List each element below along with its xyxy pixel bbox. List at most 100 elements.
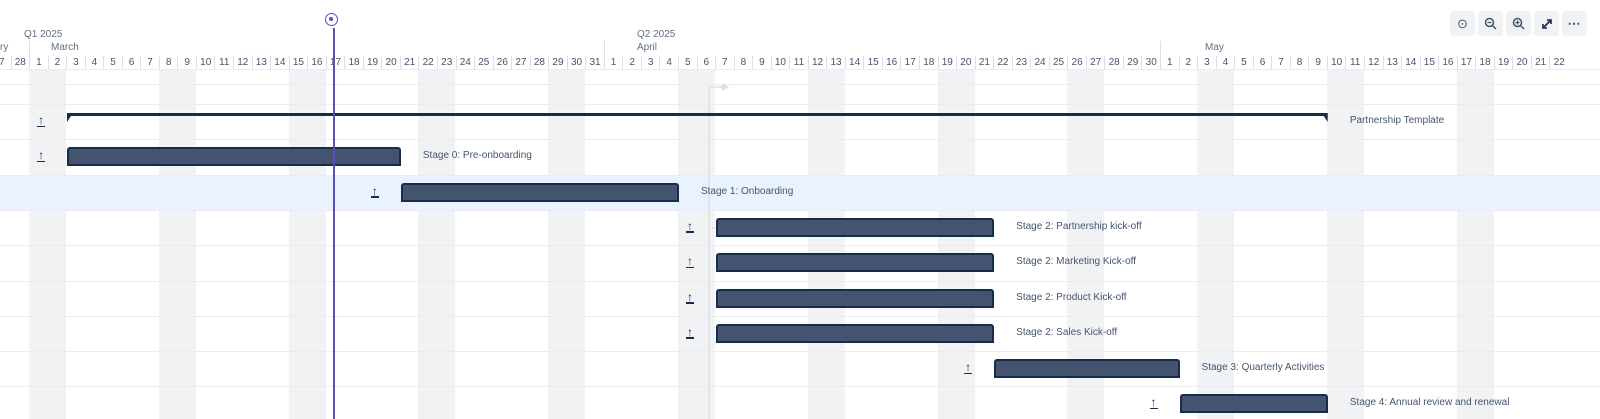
month-label-may: May	[1205, 42, 1224, 53]
day-header-cell: 27	[1085, 56, 1105, 69]
day-header-cell: 6	[1252, 56, 1272, 69]
roll-up-icon[interactable]: ↑	[370, 183, 379, 198]
month-separator	[603, 41, 605, 56]
header-divider	[0, 84, 1600, 85]
today-icon[interactable]: ⊙	[1450, 11, 1475, 36]
task-bar[interactable]	[716, 288, 995, 308]
day-header-cell: 7	[1271, 56, 1290, 69]
day-header-cell: 3	[66, 56, 85, 69]
roll-up-icon[interactable]: ↑	[686, 218, 695, 233]
task-bar[interactable]	[400, 182, 679, 202]
zoom-in-icon[interactable]	[1506, 11, 1531, 36]
task-label: Stage 1: Onboarding	[700, 185, 794, 197]
task-label: Stage 0: Pre-onboarding	[422, 150, 532, 162]
roll-up-icon[interactable]: ↑	[686, 254, 695, 269]
roll-up-icon[interactable]: ↑	[686, 289, 695, 304]
task-label: Stage 4: Annual review and renewal	[1349, 397, 1510, 409]
day-header-cell: 26	[1067, 56, 1086, 69]
day-header-cell: 30	[1141, 56, 1160, 69]
parent-bar[interactable]	[66, 111, 1329, 123]
task-label: Stage 2: Product Kick-off	[1016, 291, 1127, 303]
dependency-line	[708, 86, 722, 419]
day-header-cell: 12	[807, 56, 827, 69]
day-header-cell: 17	[900, 56, 919, 69]
weekend-column	[937, 70, 975, 419]
day-header-cell: 19	[362, 56, 382, 69]
roll-up-icon[interactable]: ↑	[37, 148, 46, 163]
day-header-cell: 14	[1401, 56, 1420, 69]
day-header-cell: 11	[789, 56, 808, 69]
row-divider	[0, 209, 1600, 211]
month-label-feb: ry	[0, 42, 9, 53]
day-header-cell: 9	[1308, 56, 1327, 69]
day-header-cell: 15	[1419, 56, 1439, 69]
day-header-cell: 13	[1382, 56, 1402, 69]
today-line	[333, 28, 335, 419]
row-divider	[0, 245, 1600, 247]
month-label-april: April	[637, 42, 658, 53]
weekend-column	[158, 70, 196, 419]
day-header-cell: 21	[399, 56, 419, 69]
day-header-cell: 16	[307, 56, 326, 69]
today-marker-icon[interactable]	[325, 13, 338, 26]
day-header-cell: 21	[1530, 56, 1550, 69]
day-header-cell: 5	[1234, 56, 1253, 69]
day-header-cell: 17	[1456, 56, 1476, 69]
day-header-cell: 14	[270, 56, 289, 69]
day-header-cell: 22	[1549, 56, 1568, 69]
day-header-cell: 23	[1011, 56, 1031, 69]
roll-up-icon[interactable]: ↑	[686, 324, 695, 339]
timeline-toolbar: ⊙ ⋯	[1450, 11, 1587, 36]
weekend-column	[1456, 70, 1494, 419]
day-header-cell: 5	[103, 56, 122, 69]
task-label: Stage 2: Partnership kick-off	[1016, 220, 1142, 232]
day-header-cell: 19	[1493, 56, 1513, 69]
day-header-cell: 25	[474, 56, 493, 69]
task-bar[interactable]	[716, 217, 995, 237]
task-bar[interactable]	[1179, 394, 1328, 414]
day-header-cell: 5	[677, 56, 697, 69]
day-header-cell: 15	[288, 56, 308, 69]
row-divider	[0, 280, 1600, 282]
day-header-cell: 14	[844, 56, 864, 69]
day-header-cell: 24	[455, 56, 475, 69]
roll-up-icon[interactable]: ↑	[37, 113, 46, 127]
task-bar[interactable]	[716, 253, 995, 273]
day-header-cell: 2	[47, 56, 67, 69]
day-header-cell: 12	[233, 56, 252, 69]
day-header-cell: 15	[863, 56, 882, 69]
month-separator	[29, 41, 31, 56]
day-header-cell: 26	[492, 56, 512, 69]
month-separator	[1160, 41, 1162, 56]
dependency-arrow	[722, 83, 729, 91]
day-header-cell: 2	[1178, 56, 1198, 69]
roll-up-icon[interactable]: ↑	[964, 360, 973, 375]
day-header-cell: 11	[214, 56, 233, 69]
row-divider	[0, 315, 1600, 317]
day-header-cell: 13	[251, 56, 271, 69]
task-bar[interactable]	[716, 323, 995, 343]
day-header-cell: 10	[770, 56, 790, 69]
row-divider	[0, 104, 1600, 105]
day-header-cell: 10	[195, 56, 215, 69]
day-header-cell: 1	[603, 56, 623, 69]
task-label: Stage 2: Sales Kick-off	[1016, 326, 1118, 338]
day-header-cell: 13	[826, 56, 845, 69]
more-icon[interactable]: ⋯	[1562, 11, 1587, 36]
zoom-out-icon[interactable]	[1478, 11, 1503, 36]
row-divider	[0, 174, 1600, 176]
weekend-column	[548, 70, 586, 419]
day-header-cell: 21	[974, 56, 994, 69]
task-bar[interactable]	[67, 147, 401, 167]
weekend-column	[807, 70, 845, 419]
expand-icon[interactable]	[1534, 11, 1559, 36]
day-header-cell: 22	[418, 56, 437, 69]
day-header-cell: 7	[140, 56, 159, 69]
task-bar[interactable]	[994, 359, 1180, 379]
day-header-cell: 2	[622, 56, 641, 69]
roll-up-icon[interactable]: ↑	[1149, 395, 1158, 410]
day-header-cell: 4	[1215, 56, 1235, 69]
day-header-cell: 8	[733, 56, 753, 69]
day-header-cell: 3	[640, 56, 660, 69]
